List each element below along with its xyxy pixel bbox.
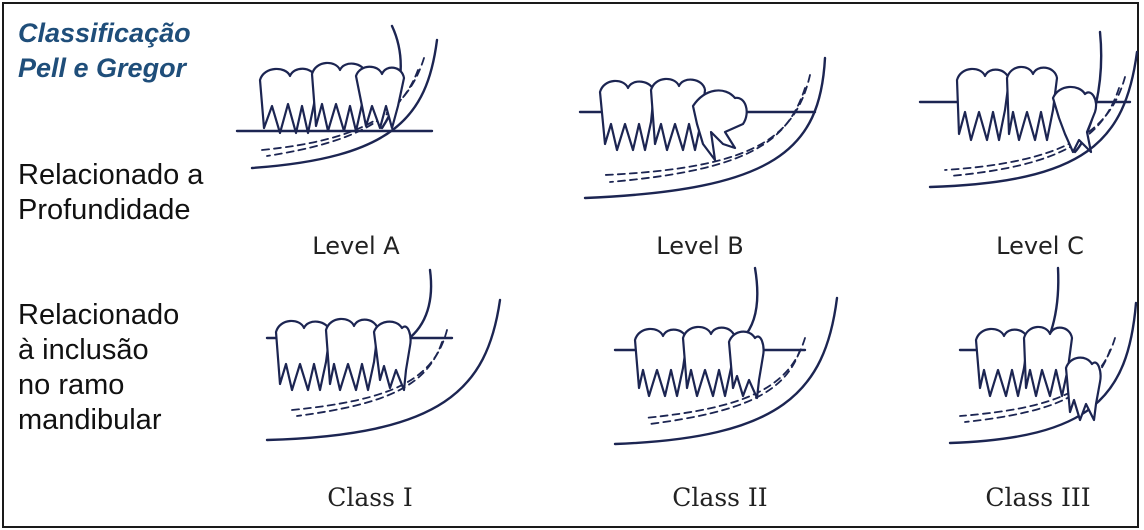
ramus-label-line-2: à inclusão bbox=[18, 333, 179, 368]
caption-class-i: Class I bbox=[250, 483, 490, 512]
depth-label-line-1: Relacionado a bbox=[18, 158, 203, 193]
ramus-label-line-1: Relacionado bbox=[18, 298, 179, 333]
ramus-row-label: Relacionado à inclusão no ramo mandibula… bbox=[18, 298, 179, 438]
caption-class-iii: Class III bbox=[918, 483, 1144, 512]
title-line-2: Pell e Gregor bbox=[18, 51, 191, 86]
caption-level-c: Level C bbox=[920, 232, 1144, 260]
panel-class-iii bbox=[940, 268, 1140, 458]
panel-level-c bbox=[915, 22, 1140, 217]
depth-label-line-2: Profundidade bbox=[18, 193, 203, 228]
panel-level-a bbox=[232, 18, 462, 213]
panel-level-b bbox=[575, 40, 835, 215]
diagram-title: Classificação Pell e Gregor bbox=[18, 16, 191, 86]
ramus-label-line-3: no ramo bbox=[18, 368, 179, 403]
caption-class-ii: Class II bbox=[600, 483, 840, 512]
ramus-label-line-4: mandibular bbox=[18, 403, 179, 438]
panel-class-ii bbox=[605, 268, 855, 458]
title-line-1: Classificação bbox=[18, 16, 191, 51]
depth-row-label: Relacionado a Profundidade bbox=[18, 158, 203, 228]
caption-level-a: Level A bbox=[236, 232, 476, 260]
panel-class-i bbox=[262, 270, 502, 450]
caption-level-b: Level B bbox=[580, 232, 820, 260]
